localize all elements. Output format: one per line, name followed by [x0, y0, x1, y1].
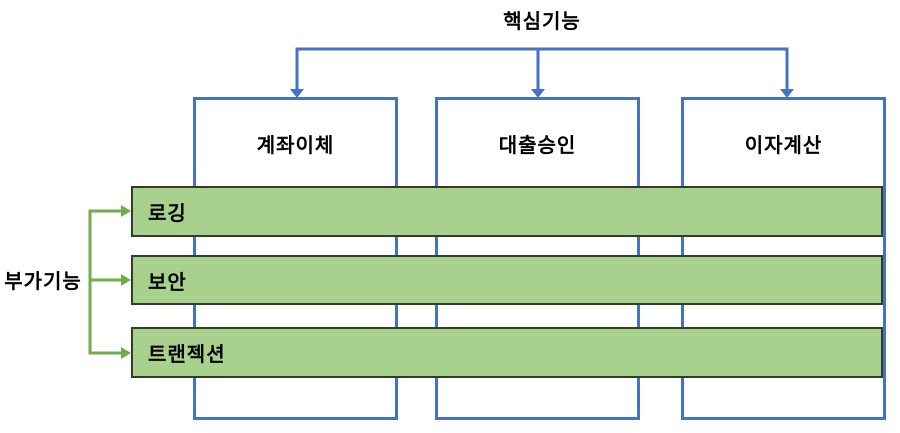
core-box-label: 대출승인 [498, 133, 577, 157]
aspect-bar-label: 로깅 [148, 201, 187, 225]
core-box-label: 이자계산 [744, 133, 823, 157]
aspect-bar-label: 트랜젝션 [148, 342, 226, 366]
aspect-bar-transaction: 트랜젝션 [131, 327, 883, 378]
core-bracket-line [295, 47, 789, 91]
right-arrowhead-bottom [121, 347, 131, 359]
aspect-bar-label: 보안 [148, 269, 187, 294]
core-box-label: 계좌이체 [256, 133, 335, 157]
right-arrowhead-top [121, 205, 131, 217]
aspect-bracket-line [88, 209, 123, 355]
addon-functions-label: 부가기능 [4, 269, 82, 293]
aspect-bar-security: 보안 [131, 255, 883, 305]
right-arrowhead-middle [121, 274, 131, 286]
core-functions-title: 핵심기능 [503, 9, 581, 33]
aspect-bar-logging: 로깅 [131, 186, 883, 237]
